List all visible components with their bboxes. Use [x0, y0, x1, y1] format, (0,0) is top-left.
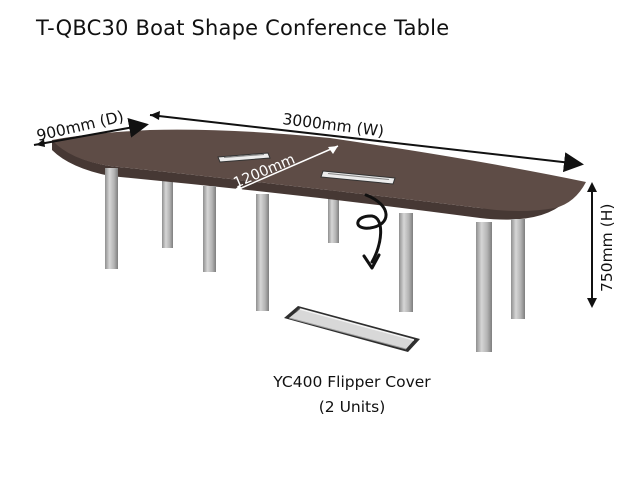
accessory-quantity: (2 Units)	[318, 398, 386, 416]
accessory-caption: YC400 Flipper Cover (2 Units)	[252, 370, 452, 420]
table-leg	[476, 222, 492, 352]
tabletop-edge	[52, 140, 567, 220]
page-title: T-QBC30 Boat Shape Conference Table	[36, 16, 450, 40]
table-legs-back	[162, 175, 339, 248]
table-leg	[162, 175, 173, 248]
accessory-name: YC400 Flipper Cover	[273, 373, 431, 391]
arrow-head-icon	[362, 253, 381, 270]
table-legs-front	[105, 168, 525, 352]
grommet-left	[217, 152, 271, 163]
flipper-cover-illustration	[284, 306, 420, 352]
table-leg	[256, 194, 269, 311]
table-leg	[399, 213, 413, 312]
table-leg	[511, 219, 525, 319]
grommet-right	[320, 170, 396, 185]
height-dimension-label: 750mm (H)	[598, 204, 616, 292]
table-leg	[105, 168, 118, 269]
tabletop-surface	[52, 129, 586, 211]
table-leg	[328, 185, 339, 243]
curved-pointer-arrow	[356, 193, 388, 264]
table-leg	[203, 186, 216, 272]
